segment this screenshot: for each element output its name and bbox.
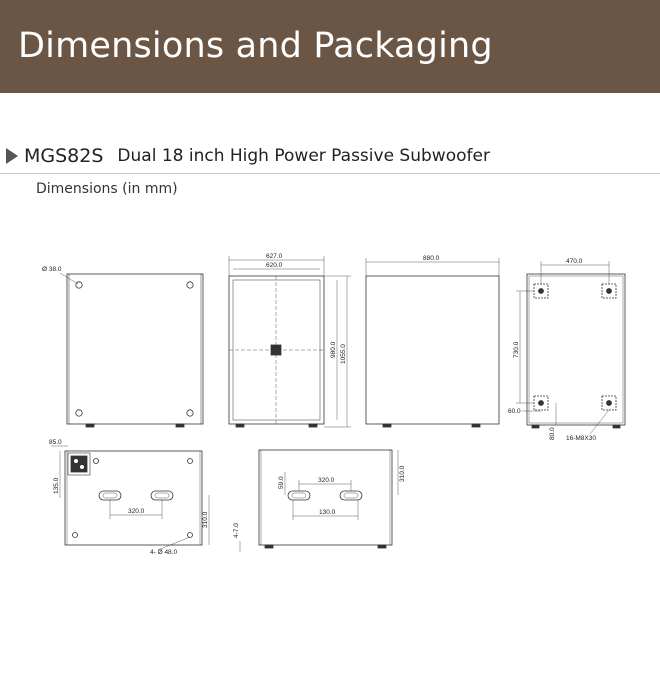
front-grille-view: 627.0 620.0 980.0 1055.0	[228, 253, 351, 428]
handle-slot-icon	[339, 490, 363, 501]
dim-top-depth: 310.0	[202, 511, 209, 528]
hole-icon	[72, 532, 78, 538]
handle-slot-icon	[150, 490, 174, 501]
rigging-point-icon	[533, 283, 549, 299]
dim-side-slot-h: 59.0	[278, 476, 285, 489]
dim-top-holes: 4- Ø 48.0	[150, 549, 177, 556]
rigging-point-icon	[601, 283, 617, 299]
dim-rear-screw: 16-M8X30	[566, 435, 596, 442]
screw-icon	[75, 281, 83, 289]
dim-height-inner: 980.0	[330, 341, 337, 358]
product-description: Dual 18 inch High Power Passive Subwoofe…	[117, 146, 490, 166]
dim-front-width-outer: 627.0	[266, 253, 283, 260]
speakon-icon	[70, 455, 88, 473]
dim-top-h: 135.0	[53, 477, 60, 494]
dim-side-depth: 310.0	[399, 465, 406, 482]
triangle-bullet-icon	[6, 148, 18, 164]
handle-slot-icon	[287, 490, 311, 501]
side-handle-view: 320.0 59.0 130.0 310.0 4-7.0	[233, 449, 406, 552]
page-title: Dimensions and Packaging	[18, 26, 493, 66]
front-panel-view: Ø 38.0	[42, 266, 204, 428]
hole-icon	[187, 458, 193, 464]
screw-icon	[186, 409, 194, 417]
rigging-point-icon	[601, 395, 617, 411]
dim-height-outer: 1055.0	[340, 344, 347, 364]
screw-icon	[75, 409, 83, 417]
dim-side-slot-w: 130.0	[319, 509, 336, 516]
product-model: MGS82S	[24, 145, 104, 167]
product-heading: MGS82S Dual 18 inch High Power Passive S…	[6, 144, 490, 168]
dim-rear-edge: 60.0	[508, 408, 521, 415]
dim-depth: 880.0	[423, 255, 440, 262]
side-view: 880.0	[365, 255, 500, 428]
dim-rear-bottom: 80.0	[549, 427, 556, 440]
dim-rear-vert: 730.0	[513, 341, 520, 358]
dimensions-label: Dimensions (in mm)	[36, 181, 178, 197]
dim-top-slot-span: 320.0	[128, 508, 145, 515]
section-divider	[0, 173, 660, 174]
dim-side-slot-span: 320.0	[318, 477, 335, 484]
dim-side-foot: 4-7.0	[233, 523, 240, 538]
rigging-point-icon	[533, 395, 549, 411]
top-view: 85.0 135.0 320.0 310.0 4- Ø 48.0	[49, 439, 210, 556]
dim-screw-dia: Ø 38.0	[42, 266, 62, 273]
hole-icon	[93, 458, 99, 464]
dim-rear-span: 470.0	[566, 258, 583, 265]
hole-icon	[187, 532, 193, 538]
dim-top-w: 85.0	[49, 439, 62, 446]
connector-panel	[67, 452, 91, 476]
dim-front-width-inner: 620.0	[266, 262, 283, 269]
header-banner: Dimensions and Packaging	[0, 0, 660, 93]
handle-slot-icon	[98, 490, 122, 501]
rear-view: 470.0 730.0 60.0 80.0 16-M8X30	[508, 258, 626, 442]
screw-icon	[186, 281, 194, 289]
